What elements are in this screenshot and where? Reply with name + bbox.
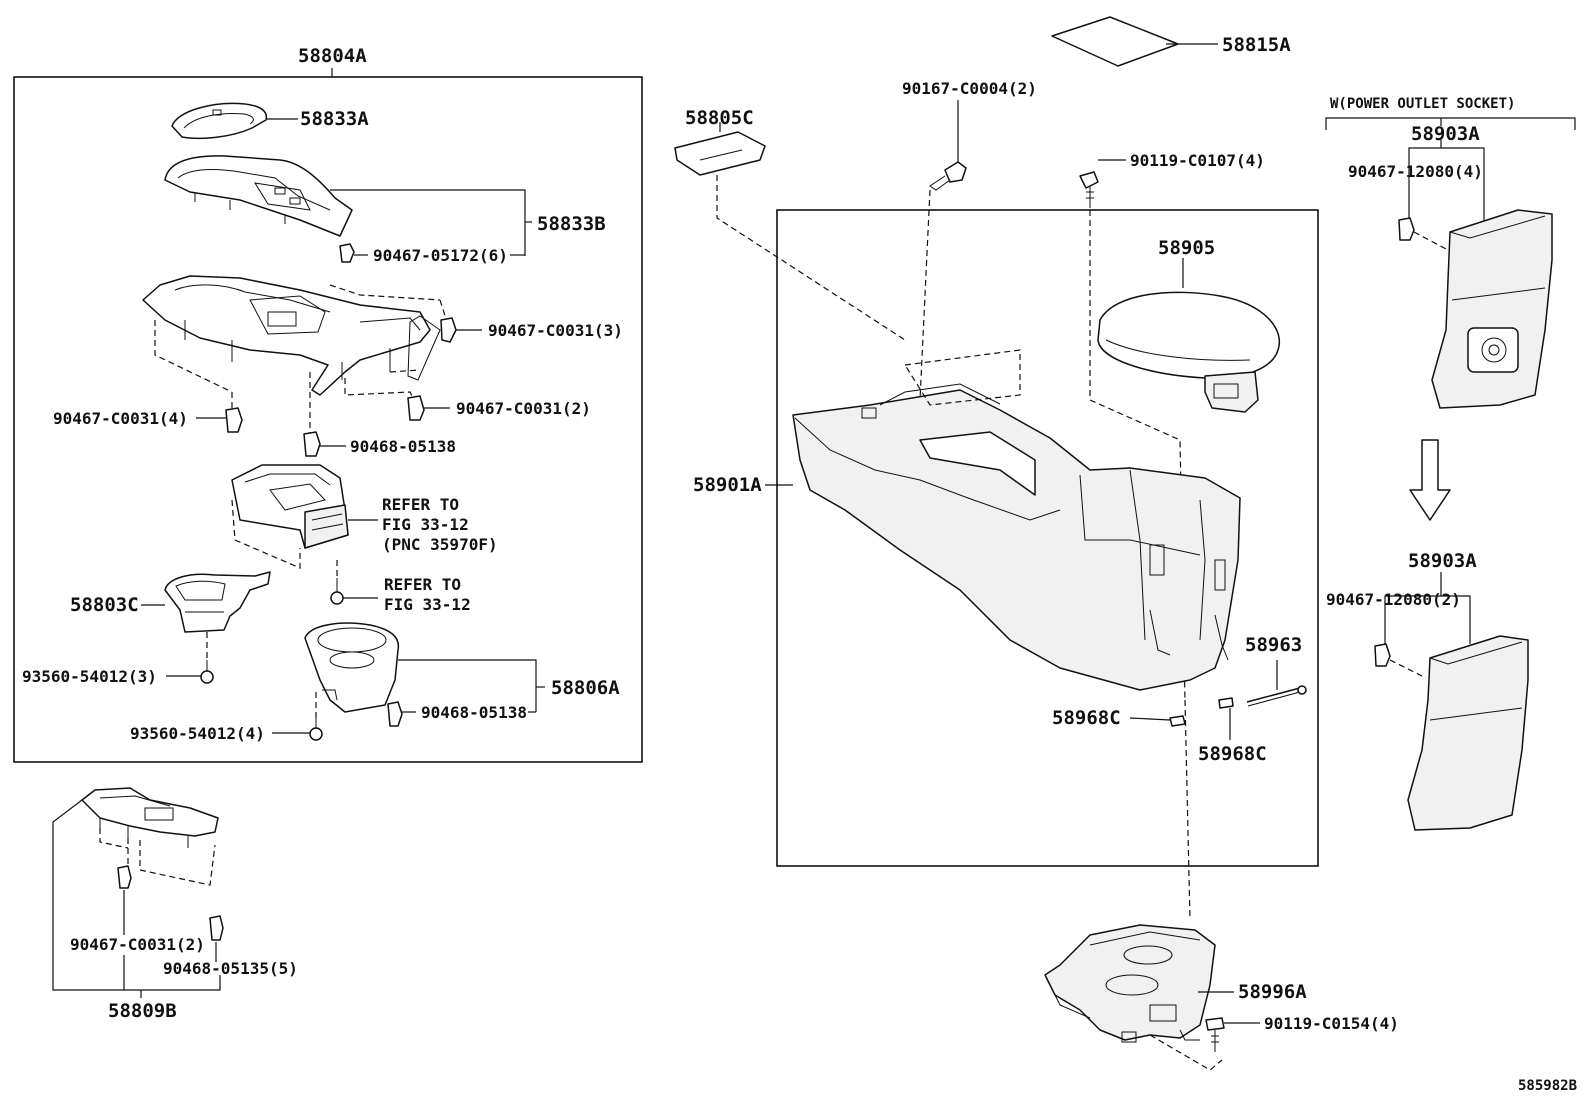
clip-90468-05135[interactable]	[209, 915, 224, 941]
screw-93560-54012-4[interactable]	[309, 718, 323, 741]
label-58963[interactable]: 58963	[1245, 634, 1302, 656]
screw-refer-fig33-12[interactable]	[330, 578, 344, 605]
label-refer2-line1[interactable]: REFER TO	[384, 575, 461, 594]
arrow-down-icon	[1409, 439, 1451, 521]
clip-90467-C0031-4[interactable]	[225, 407, 243, 433]
diagram-id-footer: 585982B	[1518, 1078, 1577, 1094]
label-90467-C0031-2b[interactable]: 90467-C0031(2)	[70, 935, 205, 954]
label-90467-12080-2[interactable]: 90467-12080(2)	[1326, 590, 1461, 609]
part-58809B-panel[interactable]	[81, 787, 219, 848]
part-58815A[interactable]	[1051, 16, 1179, 67]
clip-90468-05138-a[interactable]	[303, 431, 321, 457]
label-58905[interactable]: 58905	[1158, 237, 1215, 259]
label-90468-05138-a[interactable]: 90468-05138	[350, 437, 456, 456]
label-58968C-a[interactable]: 58968C	[1052, 707, 1121, 729]
label-power-outlet-note: W(POWER OUTLET SOCKET)	[1330, 96, 1515, 112]
part-58803C[interactable]	[164, 571, 271, 633]
group-box-console	[776, 209, 1319, 867]
label-refer2-line2[interactable]: FIG 33-12	[384, 595, 471, 614]
clip-90468-05138-b[interactable]	[387, 701, 403, 727]
screw-93560-54012-3[interactable]	[200, 660, 214, 684]
clip-90467-05172[interactable]	[339, 243, 355, 263]
part-58805C[interactable]	[674, 131, 766, 176]
label-group: 58804A 58833A 58833B 90467-05172(6) 9046…	[22, 34, 1577, 1094]
label-58809B[interactable]: 58809B	[108, 1000, 177, 1022]
clip-90467-C0031-2[interactable]	[407, 395, 425, 421]
part-58806A[interactable]	[304, 622, 400, 713]
part-58903A-upper[interactable]	[1431, 209, 1553, 409]
bolt-90119-C0154[interactable]	[1205, 1017, 1225, 1052]
label-refer1-line3[interactable]: (PNC 35970F)	[382, 535, 498, 554]
label-58804A[interactable]: 58804A	[298, 45, 367, 67]
label-58903A-lower[interactable]: 58903A	[1408, 550, 1477, 572]
group-box-58804A	[13, 76, 643, 763]
label-90467-C0031-4[interactable]: 90467-C0031(4)	[53, 409, 188, 428]
label-90119-C0154[interactable]: 90119-C0154(4)	[1264, 1014, 1399, 1033]
label-58815A[interactable]: 58815A	[1222, 34, 1291, 56]
label-90167-C0004[interactable]: 90167-C0004(2)	[902, 79, 1037, 98]
clip-90467-C0031-3[interactable]	[440, 317, 457, 343]
label-93560-54012-4[interactable]: 93560-54012(4)	[130, 724, 265, 743]
screw-90167-C0004[interactable]	[929, 161, 967, 191]
part-58901A[interactable]	[792, 383, 1241, 691]
label-90119-C0107[interactable]: 90119-C0107(4)	[1130, 151, 1265, 170]
label-58803C[interactable]: 58803C	[70, 594, 139, 616]
bolt-90119-C0107[interactable]	[1079, 171, 1099, 208]
label-58901A[interactable]: 58901A	[693, 474, 762, 496]
label-90468-05135[interactable]: 90468-05135(5)	[163, 959, 298, 978]
clip-90467-12080-2[interactable]	[1374, 643, 1391, 667]
label-58833B[interactable]: 58833B	[537, 213, 606, 235]
label-58806A[interactable]: 58806A	[551, 677, 620, 699]
part-58963[interactable]	[1246, 685, 1307, 707]
part-58996A[interactable]	[1044, 924, 1216, 1043]
part-58903A-lower[interactable]	[1407, 635, 1529, 831]
label-58996A[interactable]: 58996A	[1238, 981, 1307, 1003]
part-58833B[interactable]	[164, 155, 353, 237]
clip-90467-C0031-2b[interactable]	[117, 865, 132, 889]
part-shift-housing[interactable]	[231, 464, 349, 549]
part-58968C-b[interactable]	[1218, 697, 1234, 709]
part-58905[interactable]	[1097, 291, 1281, 413]
label-58903A-upper[interactable]: 58903A	[1411, 123, 1480, 145]
part-58833A[interactable]	[171, 102, 268, 139]
label-90467-05172[interactable]: 90467-05172(6)	[373, 246, 508, 265]
label-90468-05138-b[interactable]: 90468-05138	[421, 703, 527, 722]
label-90467-12080-4[interactable]: 90467-12080(4)	[1348, 162, 1483, 181]
clip-90467-12080-4[interactable]	[1398, 217, 1415, 241]
part-console-upper-panel[interactable]	[142, 275, 441, 396]
label-90467-C0031-2[interactable]: 90467-C0031(2)	[456, 399, 591, 418]
label-58968C-b[interactable]: 58968C	[1198, 743, 1267, 765]
label-58805C[interactable]: 58805C	[685, 107, 754, 129]
part-58968C-a[interactable]	[1169, 715, 1186, 727]
label-refer1-line1[interactable]: REFER TO	[382, 495, 459, 514]
label-58833A[interactable]: 58833A	[300, 108, 369, 130]
label-refer1-line2[interactable]: FIG 33-12	[382, 515, 469, 534]
label-93560-54012-3[interactable]: 93560-54012(3)	[22, 667, 157, 686]
label-90467-C0031-3[interactable]: 90467-C0031(3)	[488, 321, 623, 340]
